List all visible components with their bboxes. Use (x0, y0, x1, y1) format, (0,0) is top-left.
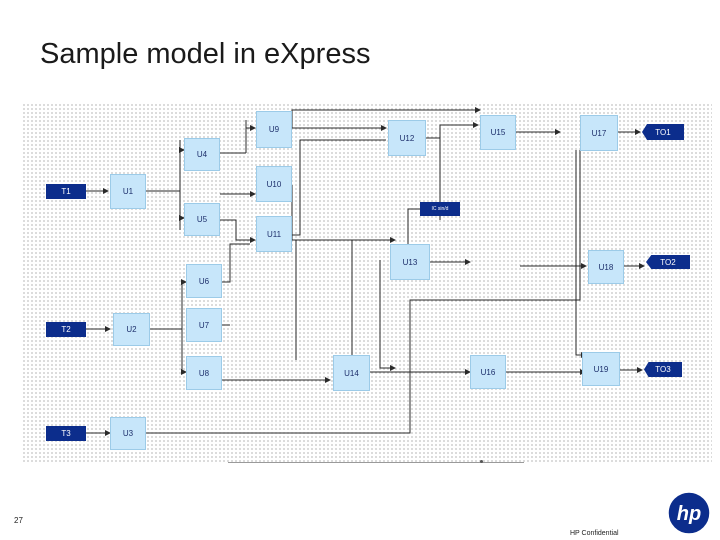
hp-logo-icon: hp (667, 491, 711, 535)
confidential-label: HP Confidential (570, 530, 619, 537)
wire-wave (407, 208, 420, 244)
node-u14[interactable]: U14 (333, 355, 370, 391)
node-u16[interactable]: U16 (470, 355, 506, 389)
wire-u5-out (220, 219, 256, 243)
canvas-bottom-edge (228, 462, 524, 463)
wire-u13-down (379, 260, 396, 371)
node-u4[interactable]: U4 (184, 138, 220, 171)
wire-u2-split (150, 282, 183, 372)
canvas-marker (480, 460, 483, 463)
wire-u9-u15 (291, 107, 481, 128)
node-t2[interactable]: T2 (46, 322, 86, 337)
slide-title: Sample model in eXpress (40, 38, 371, 70)
wire-to-u19 (575, 150, 587, 358)
node-u17[interactable]: U17 (580, 115, 618, 151)
wire-u3-out (146, 150, 581, 434)
node-u3[interactable]: U3 (110, 417, 146, 450)
page-number: 27 (14, 516, 23, 525)
node-wave-source[interactable]: IC sin/d (420, 202, 460, 216)
node-u9[interactable]: U9 (256, 111, 292, 148)
hp-logo-text: hp (677, 503, 701, 525)
node-u10[interactable]: U10 (256, 166, 292, 202)
node-u15[interactable]: U15 (480, 115, 516, 150)
node-u7[interactable]: U7 (186, 308, 222, 342)
node-t1[interactable]: T1 (46, 184, 86, 199)
wire-u10-down (291, 185, 396, 243)
node-to2[interactable]: TO2 (646, 255, 690, 269)
node-t3[interactable]: T3 (46, 426, 86, 441)
node-u2[interactable]: U2 (113, 313, 150, 346)
node-u18[interactable]: U18 (588, 250, 624, 284)
wire-u6-out (222, 243, 250, 283)
node-u1[interactable]: U1 (110, 174, 146, 209)
wire-u12-u15 (426, 122, 479, 139)
node-u8[interactable]: U8 (186, 356, 222, 390)
wire-u4-out (220, 120, 247, 154)
node-u12[interactable]: U12 (388, 120, 426, 156)
node-u13[interactable]: U13 (390, 244, 430, 280)
node-to3[interactable]: TO3 (644, 362, 682, 377)
node-to1[interactable]: TO1 (642, 124, 684, 140)
wire-u1-split (146, 140, 181, 230)
node-u19[interactable]: U19 (582, 352, 620, 386)
node-u5[interactable]: U5 (184, 203, 220, 236)
node-u11[interactable]: U11 (256, 216, 292, 252)
node-u6[interactable]: U6 (186, 264, 222, 298)
wire-u11-out (292, 139, 386, 236)
